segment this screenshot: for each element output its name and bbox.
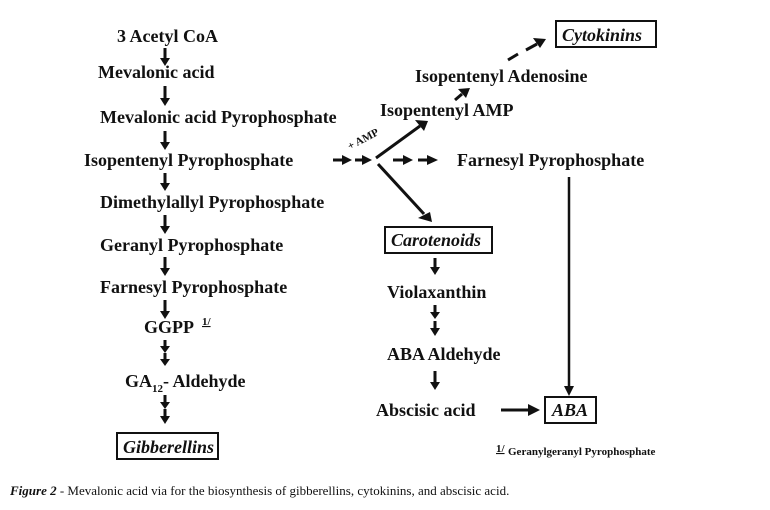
gibberellins-box [116,432,219,460]
node-isopentenyl-amp: Isopentenyl AMP [380,100,514,120]
node-dimethylallyl-pyrophosphate: Dimethylallyl Pyrophosphate [100,192,324,212]
footnote-text: Geranylgeranyl Pyrophosphate [508,446,656,458]
node-mevalonic-acid: Mevalonic acid [98,62,214,82]
node-farnesyl-pyrophosphate-right: Farnesyl Pyrophosphate [457,150,644,170]
ggpp-footnote-mark: 1/ [202,316,212,328]
arrow-mvapp-to-ipp [160,131,170,150]
node-acetyl-coa: 3 Acetyl CoA [117,26,218,46]
node-mevalonic-acid-pyrophosphate: Mevalonic acid Pyrophosphate [100,107,337,127]
node-geranyl-pyrophosphate: Geranyl Pyrophosphate [100,235,283,255]
node-isopentenyl-pyrophosphate: Isopentenyl Pyrophosphate [84,150,293,170]
arrow-dashed-to-farnesyl [393,155,438,165]
node-aba: ABA [551,400,588,420]
node-ga12-aldehyde: GA12- Aldehyde [125,371,246,395]
arrow-ipp-dashed-right [333,155,372,165]
arrow-ipp-to-dmapp [160,173,170,191]
node-ggpp: GGPP [144,317,194,337]
arrow-gpp-to-fpp [160,257,170,276]
node-abscisic-acid: Abscisic acid [376,400,476,420]
arrow-carotenoids-to-violaxanthin [430,258,440,275]
arrow-to-isopentenyl-amp [375,120,428,160]
arrow-aba-aldehyde-to-abscisic-acid [430,371,440,390]
node-gibberellins: Gibberellins [123,437,214,457]
arrow-violaxanthin-to-aba-aldehyde [430,305,440,336]
node-carotenoids: Carotenoids [391,230,481,250]
node-isopentenyl-adenosine: Isopentenyl Adenosine [415,66,588,86]
carotenoids-box [384,226,493,254]
arrow-ggpp-to-ga12 [160,340,170,366]
arrow-dmapp-to-gpp [160,215,170,234]
arrow-acetyl-to-mevalonic [160,48,170,66]
node-aba-aldehyde: ABA Aldehyde [387,344,501,364]
figure-caption: Figure 2 - Mevalonic acid via for the bi… [9,483,509,498]
node-violaxanthin: Violaxanthin [387,282,486,302]
footnote-mark: 1/ [496,443,506,455]
arrow-ga12-to-gibberellins [160,395,170,424]
aba-box [544,396,597,424]
cytokinins-box [555,20,657,48]
arrow-fpp-to-ggpp [160,300,170,319]
caption-label: Figure 2 [9,483,57,498]
caption-text: - Mevalonic acid via for the biosynthesi… [57,483,510,498]
arrow-farnesyl-to-aba [564,177,574,396]
arrow-adenosine-to-cytokinins [507,38,546,62]
node-farnesyl-pyrophosphate-left: Farnesyl Pyrophosphate [100,277,287,297]
arrow-abscisic-to-aba [501,404,540,416]
node-cytokinins: Cytokinins [562,25,642,45]
label-plus-amp: + AMP [346,126,381,152]
arrow-to-carotenoids [376,162,432,222]
arrow-amp-to-adenosine [454,88,470,102]
arrow-mevalonic-to-mvapp [160,86,170,106]
